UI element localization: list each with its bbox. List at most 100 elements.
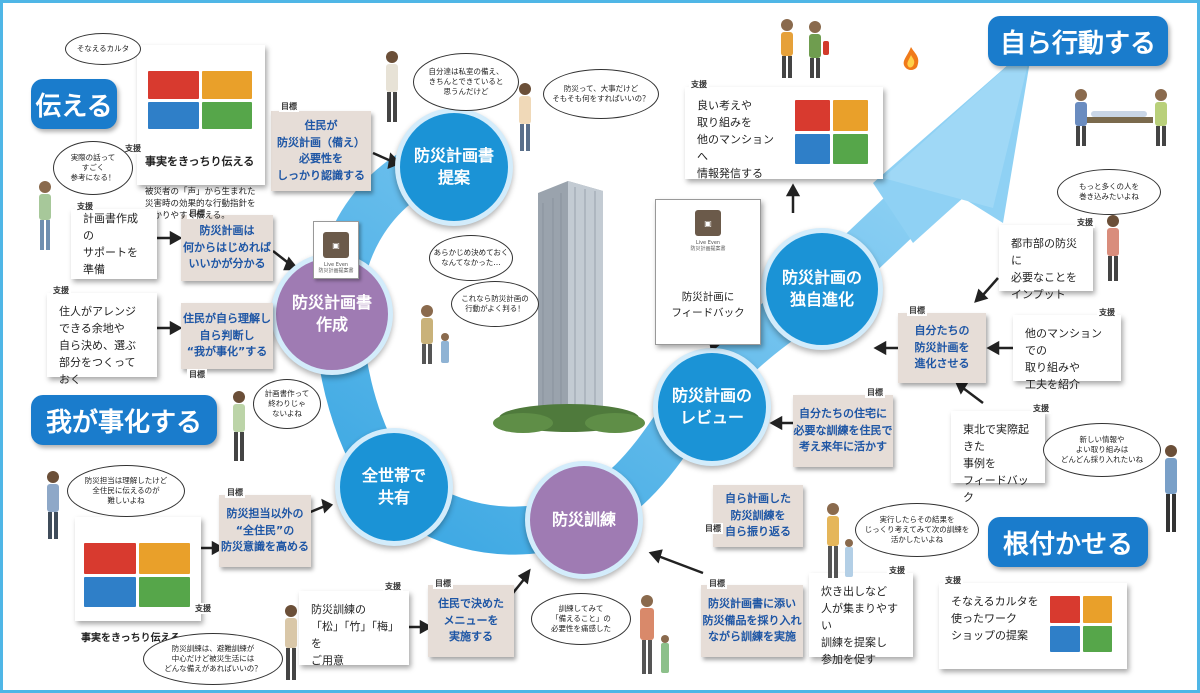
- bubble-sankou: 実際の話って すごく 参考になる！: [53, 141, 133, 195]
- goal-note-text: 防災担当以外の “全住民”の 防災意識を高める: [221, 507, 309, 554]
- stage-review: 防災計画の レビュー: [653, 348, 771, 466]
- goal-note-menu: 住民で決めた メニューを 実施する: [428, 585, 514, 657]
- support-jijitsu-title: 事実をきっちり伝える: [145, 155, 255, 169]
- bubble-arakajime: あらかじめ決めておく なんてなかった…: [429, 235, 513, 281]
- goal-note-furikaeru: 自ら計画した 防災訓練を 自ら振り返る: [713, 485, 803, 547]
- karuta-cards: [1047, 593, 1115, 655]
- person-figure: [233, 391, 245, 461]
- bubble-karuta: そなえるカルタ: [65, 33, 141, 65]
- support-toshin: 都市部の防災に 必要なことを インプット: [999, 225, 1093, 301]
- support-jijitsu-sub: 被災者の「声」から生まれた 災害時の効果的な行動指針を わかりやすく伝える。: [145, 187, 256, 221]
- goal-note-text: 自分たちの住宅に 必要な訓練を住民で 考え来年に活かす: [793, 407, 893, 454]
- goal-note-text: 自ら計画した 防災訓練を 自ら振り返る: [725, 492, 791, 539]
- tower-building: [493, 181, 645, 433]
- goal-note-handan: 住民が自ら理解し 自ら判断し “我が事化”する: [181, 303, 273, 369]
- goal-tag: 目標: [187, 369, 207, 380]
- support-workshop: そなえるカルタを 使ったワーク ショップの提案: [939, 583, 1127, 669]
- stage-kyoyu: 全世帯で 共有: [335, 428, 453, 546]
- bubble-atarashii: 新しい情報や よい取り組みは どんどん採り入れたいね: [1043, 423, 1161, 477]
- support-tag: 支援: [943, 575, 963, 586]
- bubble-jikkou: 実行したらその結果を じっくり考えてみて次の訓練を 活かしたいよね: [855, 503, 979, 557]
- book-title: Live Even 防災計画提案書: [318, 262, 354, 274]
- bubble-jibun: 自分達は私室の備え、 きちんとできていると 思うんだけど: [413, 53, 519, 111]
- goal-note-text: 住民が 防災計画（備え） 必要性を しっかり認識する: [277, 119, 365, 182]
- heading-tsutaeru: 伝える: [31, 79, 117, 129]
- karuta-cards: [145, 68, 255, 133]
- bubble-kunren-chuu: 防災訓練は、避難訓練が 中心だけど被災生活には どんな備えがあればいいの？: [143, 633, 283, 685]
- support-hassin: 良い考えや 取り組みを 他のマンションへ 情報発信する: [685, 87, 883, 181]
- stage-teian: 防災計画書 提案: [395, 108, 513, 226]
- person-figure: [386, 51, 398, 122]
- support-tag: 支援: [75, 201, 95, 212]
- stage-kunren: 防災訓練: [525, 461, 643, 579]
- support-takidashi: 炊き出しなど 人が集まりやすい 訓練を提案し 参加を促す: [809, 573, 913, 666]
- person-figure: [285, 605, 297, 680]
- support-workshop-text: そなえるカルタを 使ったワーク ショップの提案: [951, 595, 1039, 643]
- bubble-bousaika: 防災担当は理解したけど 全住民に伝えるのが 難しいよね: [67, 465, 185, 517]
- person-figure: [1107, 215, 1119, 281]
- support-tag: 支援: [689, 79, 709, 90]
- bubble-keikakusho: 計画書作って 終わりじゃ ないよね: [253, 379, 321, 429]
- goal-note-ninshiki: 住民が 防災計画（備え） 必要性を しっかり認識する: [271, 111, 371, 191]
- goal-tag: 目標: [707, 578, 727, 589]
- goal-tag: 目標: [279, 101, 299, 112]
- bubble-motto: もっと多くの人を 巻き込みたいよね: [1057, 169, 1161, 215]
- support-matsu: 防災訓練の 「松」「竹」「梅」を ご用意: [299, 591, 409, 667]
- book-seal-icon: ▣: [323, 232, 349, 258]
- goal-note-text: 自分たちの 防災計画を 進化させる: [914, 324, 970, 371]
- goal-note-text: 住民が自ら理解し 自ら判断し “我が事化”する: [183, 312, 271, 359]
- firefighting-figures: [781, 19, 829, 78]
- karuta-cards: [791, 97, 871, 167]
- feedback-book-label: 防災計画に フィードバック: [671, 291, 745, 319]
- support-tag: 支援: [887, 565, 907, 576]
- stage-shinka: 防災計画の 独自進化: [761, 228, 883, 350]
- support-tag: 支援: [1031, 403, 1051, 414]
- support-tag: 支援: [123, 143, 143, 154]
- goal-note-nanikara: 防災計画は 何からはじめれば いいかが分かる: [181, 215, 273, 281]
- stage-sakusei: 防災計画書 作成: [271, 253, 393, 375]
- karuta-cards: [81, 540, 193, 611]
- goal-note-zenjumin: 防災担当以外の “全住民”の 防災意識を高める: [219, 495, 311, 567]
- book-title: Live Even 防災計画提案書: [690, 240, 726, 252]
- goal-tag: 目標: [433, 578, 453, 589]
- support-tag: 支援: [1075, 217, 1095, 228]
- rescue-figures: [1075, 89, 1167, 146]
- support-jijitsu-bottom-title: 事実をきっちり伝える: [81, 633, 181, 645]
- bubble-kunren-sanka: 訓練してみて 「備えること」の 必要性を痛感した: [531, 593, 631, 645]
- book-seal-icon: ▣: [695, 210, 721, 236]
- goal-note-text: 防災計画書に添い 防災備品を採り入れ ながら訓練を実施: [702, 597, 802, 644]
- goal-tag: 目標: [187, 208, 207, 219]
- heading-mizukara: 自ら行動する: [988, 16, 1168, 66]
- fire-icon: [903, 47, 919, 70]
- person-figure: [640, 595, 669, 674]
- arrow-head: [883, 43, 1033, 208]
- person-figure: [827, 503, 853, 578]
- support-jijitsu-top: 事実をきっちり伝える 被災者の「声」から生まれた 災害時の効果的な行動指針を わ…: [137, 45, 265, 221]
- support-hassin-text: 良い考えや 取り組みを 他のマンションへ 情報発信する: [697, 99, 774, 181]
- goal-tag: 目標: [225, 487, 245, 498]
- goal-tag: 目標: [907, 305, 927, 316]
- goal-tag: 目標: [703, 523, 723, 534]
- goal-note-shinkasaseru: 自分たちの 防災計画を 進化させる: [898, 313, 986, 383]
- goal-note-bihin: 防災計画書に添い 防災備品を採り入れ ながら訓練を実施: [701, 585, 803, 657]
- proposal-book: ▣ Live Even 防災計画提案書: [313, 221, 359, 279]
- support-tag: 支援: [383, 581, 403, 592]
- support-jijitsu-bottom: 事実をきっちり伝える: [75, 517, 201, 644]
- support-arrange: 住人がアレンジ できる余地や 自ら決め、選ぶ 部分をつくっておく: [47, 293, 157, 386]
- person-figure: [519, 83, 531, 151]
- support-shokai: 他のマンションでの 取り組みや 工夫を紹介: [1013, 315, 1121, 391]
- support-sakusei: 計画書作成の サポートを準備: [71, 209, 157, 279]
- bubble-nani: 防災って、大事だけど そもそも何をすればいいの？: [543, 69, 659, 119]
- support-tag: 支援: [193, 603, 213, 614]
- person-figure: [1165, 445, 1177, 532]
- goal-note-kangae: 自分たちの住宅に 必要な訓練を住民で 考え来年に活かす: [793, 395, 893, 467]
- goal-note-text: 防災計画は 何からはじめれば いいかが分かる: [183, 224, 271, 271]
- goal-note-text: 住民で決めた メニューを 実施する: [438, 597, 504, 644]
- person-figure: [39, 181, 51, 250]
- goal-tag: 目標: [865, 387, 885, 398]
- support-tag: 支援: [1097, 307, 1117, 318]
- person-figure: [421, 305, 449, 364]
- heading-nezukaseru: 根付かせる: [988, 517, 1148, 567]
- feedback-book: ▣ Live Even 防災計画提案書 防災計画に フィードバック: [655, 199, 761, 345]
